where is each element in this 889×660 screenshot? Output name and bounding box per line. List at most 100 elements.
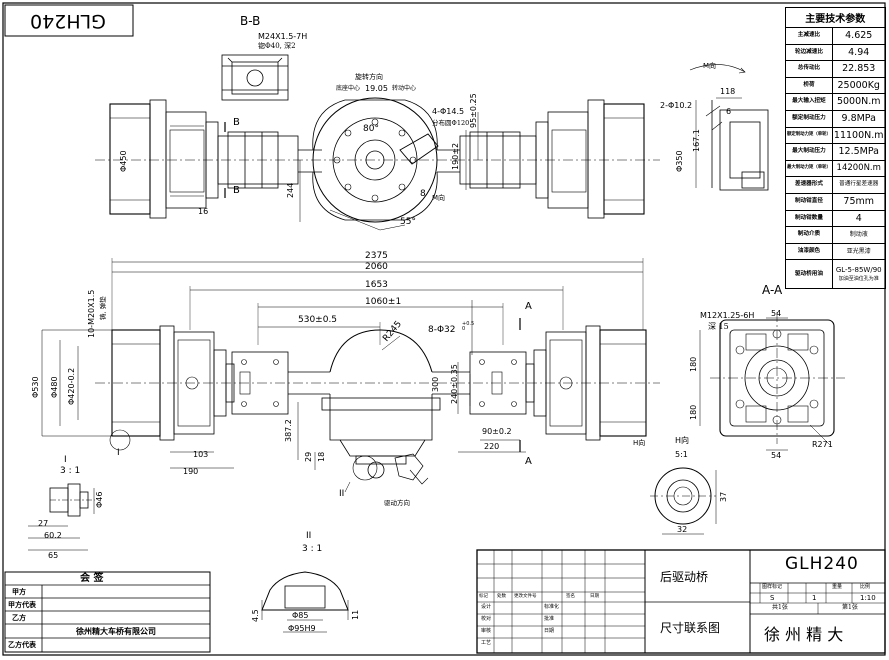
dim-190b: 190 <box>183 467 199 476</box>
dim-19-05: 19.05 <box>365 84 388 93</box>
signoff-title: 会 签 <box>80 573 104 584</box>
h-detail-label: H向 <box>675 436 690 445</box>
deep-15-label: 深 15 <box>708 322 729 331</box>
m-view <box>689 64 769 191</box>
i-mark-front: I <box>117 448 120 458</box>
title-block-grid <box>476 549 886 654</box>
dim-8: 8 <box>420 189 426 199</box>
sheets-total: 共1张 <box>772 604 788 611</box>
mirrored-drawing-code: GLH240 <box>30 10 106 32</box>
h-detail-scale: 5:1 <box>675 450 688 459</box>
dim-1060: 1060±1 <box>365 297 402 307</box>
dim-60: 60.2 <box>44 531 62 540</box>
signoff-row-label: 乙方 <box>12 613 26 622</box>
title-role: 校对 <box>481 616 492 622</box>
ii-detail <box>261 571 349 633</box>
sheet-number: 第1张 <box>842 604 858 611</box>
dim-167: 167.1 <box>692 129 701 152</box>
ii-detail-scale: 3 : 1 <box>302 544 323 554</box>
i-detail-label: I <box>64 455 67 465</box>
i-detail <box>28 483 95 551</box>
product-name: 后驱动桥 <box>660 570 709 584</box>
drive-dir-label: 驱动方向 <box>384 499 410 507</box>
dia-530: Φ530 <box>31 376 40 398</box>
title-rev-header: 更改文件号 <box>514 594 537 599</box>
dim-103: 103 <box>193 450 209 459</box>
i-detail-scale: 3 : 1 <box>60 466 81 476</box>
title-role-2: 标准化 <box>544 604 560 610</box>
dia-420: Φ420-0.2 <box>67 367 76 405</box>
b-mark-bottom: B <box>233 185 240 196</box>
dim-180-top: 180 <box>689 356 698 372</box>
dim-300: 300 <box>431 376 440 392</box>
front-view <box>41 258 660 493</box>
spec-title: 主要技术参数 <box>785 7 886 28</box>
dim-4-5: 4.5 <box>251 609 260 622</box>
dia-480: Φ480 <box>50 376 59 398</box>
h-mark-front: H向 <box>633 439 646 447</box>
pcd-120-label: 分布圆Φ120 <box>432 119 470 127</box>
weight-value: 1 <box>812 594 817 602</box>
aa-view <box>699 312 845 451</box>
rotation-label: 旋转方向 <box>355 73 383 81</box>
gear-dir-left: 底座中心 <box>336 85 361 92</box>
dim-32: 32 <box>677 525 688 534</box>
dim-11: 11 <box>351 609 360 620</box>
dim-6: 6 <box>726 107 732 116</box>
spec-oil-note: 加油至油位孔为准 <box>838 275 879 282</box>
thread-left-note: 铸, 弹垫 <box>99 296 107 320</box>
spec-row: 制动介质制动液 <box>785 226 886 244</box>
weight-label: 重量 <box>832 584 843 590</box>
holes-4-label: 4-Φ14.5 <box>432 107 465 116</box>
h-detail <box>650 467 717 535</box>
tolerance-32: +0.5 0 <box>462 321 475 332</box>
dim-16: 16 <box>198 207 209 216</box>
stage-value: S <box>770 594 775 602</box>
dim-27: 27 <box>38 519 49 528</box>
dim-244: 244 <box>286 182 295 198</box>
dia-350: Φ350 <box>675 150 684 172</box>
dia-95: Φ95H9 <box>288 624 316 633</box>
dim-65: 65 <box>48 551 59 560</box>
section-bb-label: B-B <box>240 14 261 28</box>
dim-1653: 1653 <box>365 280 388 290</box>
gear-dir-right: 转动中心 <box>392 85 417 92</box>
dim-2375: 2375 <box>365 251 388 261</box>
company-name: 徐 州 精 大 <box>764 625 844 644</box>
title-role: 工艺 <box>481 640 492 646</box>
dim-90: 90±0.2 <box>482 427 512 436</box>
signoff-grid <box>4 571 211 653</box>
spec-row: 油漆颜色亚光黑漆 <box>785 242 886 261</box>
angle-55: 55° <box>400 217 416 227</box>
dim-387: 387.2 <box>284 419 293 442</box>
spec-oil-grade: GL-5-85W/90 <box>835 265 882 274</box>
ii-mark-front: II <box>339 489 345 499</box>
dim-29: 29 <box>304 451 313 462</box>
section-aa-label: A-A <box>762 283 783 297</box>
a-mark-bottom: A <box>525 456 532 467</box>
signoff-row-label: 乙方代表 <box>8 640 36 649</box>
a-mark-top: A <box>525 301 532 312</box>
dim-95: 95±0.25 <box>469 93 478 128</box>
title-role: 审核 <box>481 628 492 634</box>
title-rev-header: 标记 <box>479 594 488 599</box>
signoff-row-label: 甲方 <box>12 587 26 596</box>
stage-label: 图样标记 <box>762 584 783 590</box>
dim-37: 37 <box>719 491 728 502</box>
thread-bb-label: M24X1.5-7H <box>258 32 308 41</box>
thread-left-label: 10-M20X1.5 <box>87 289 96 338</box>
drawing-code: GLH240 <box>785 554 859 574</box>
b-mark-top: B <box>233 117 240 128</box>
dim-54-top: 54 <box>771 309 782 318</box>
scale-value: 1:10 <box>860 594 876 602</box>
